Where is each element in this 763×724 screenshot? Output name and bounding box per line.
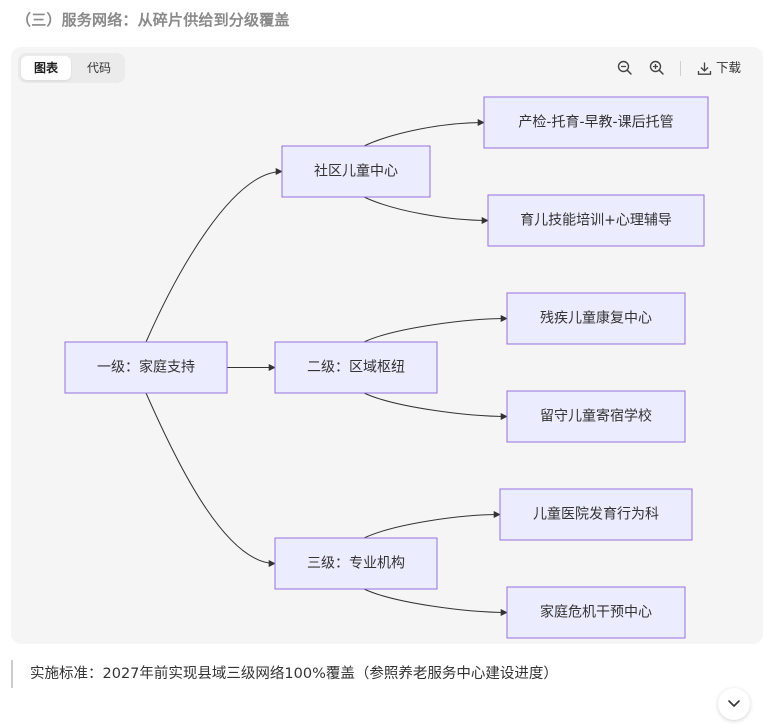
node-l2-hub: 二级：区域枢纽 bbox=[274, 341, 438, 394]
node-leaf-rehab: 残疾儿童康复中心 bbox=[506, 292, 686, 345]
node-box bbox=[506, 390, 686, 443]
node-l3-inst: 三级：专业机构 bbox=[274, 537, 438, 590]
node-label: 社区儿童中心 bbox=[314, 163, 398, 180]
node-leaf-boarding: 留守儿童寄宿学校 bbox=[506, 390, 686, 443]
node-box bbox=[506, 292, 686, 345]
diagram-toolbar: 图表 代码 下载 bbox=[11, 47, 763, 89]
node-label: 残疾儿童康复中心 bbox=[540, 310, 652, 327]
edge-l2-community-to-leaf-childcare bbox=[363, 119, 485, 147]
download-button[interactable]: 下载 bbox=[697, 57, 741, 79]
node-box bbox=[274, 341, 438, 394]
view-toggle: 图表 代码 bbox=[18, 53, 125, 83]
zoom-out-icon[interactable] bbox=[616, 59, 634, 77]
toolbar-divider bbox=[680, 61, 681, 76]
node-label: 留守儿童寄宿学校 bbox=[540, 408, 652, 425]
node-leaf-crisis: 家庭危机干预中心 bbox=[506, 586, 686, 639]
zoom-in-icon[interactable] bbox=[648, 59, 666, 77]
node-label: 育儿技能培训+心理辅导 bbox=[520, 213, 672, 229]
node-box bbox=[487, 194, 705, 247]
download-icon bbox=[697, 62, 712, 75]
diagram-card: 图表 代码 下载 bbox=[11, 47, 763, 644]
node-label: 三级：专业机构 bbox=[307, 556, 405, 572]
node-leaf-training: 育儿技能培训+心理辅导 bbox=[487, 194, 705, 247]
edge-l3-inst-to-leaf-hospital bbox=[363, 511, 501, 539]
node-box bbox=[506, 586, 686, 639]
tab-code[interactable]: 代码 bbox=[86, 61, 111, 75]
node-leaf-hospital: 儿童医院发育行为科 bbox=[499, 488, 693, 541]
edge-root-to-l3-inst bbox=[145, 392, 276, 567]
tab-chart[interactable]: 图表 bbox=[21, 56, 71, 80]
node-label: 二级：区域枢纽 bbox=[307, 360, 405, 376]
implementation-note: 实施标准：2027年前实现县域三级网络100%覆盖（参照养老服务中心建设进度） bbox=[11, 660, 558, 688]
edge-l2-hub-to-leaf-rehab bbox=[363, 315, 508, 343]
scroll-down-button[interactable] bbox=[718, 688, 750, 720]
download-label: 下载 bbox=[716, 60, 742, 75]
edge-l3-inst-to-leaf-crisis bbox=[363, 588, 508, 616]
section-heading: （三）服务网络：从碎片供给到分级覆盖 bbox=[16, 11, 290, 29]
node-l2-community: 社区儿童中心 bbox=[281, 145, 431, 198]
edge-l2-hub-to-leaf-boarding bbox=[363, 392, 508, 420]
node-box bbox=[499, 488, 693, 541]
node-box bbox=[281, 145, 431, 198]
node-label: 产检-托育-早教-课后托管 bbox=[518, 115, 673, 131]
node-box bbox=[483, 96, 709, 149]
node-box bbox=[274, 537, 438, 590]
chevron-down-icon bbox=[728, 700, 740, 707]
node-root: 一级：家庭支持 bbox=[64, 341, 228, 394]
node-label: 家庭危机干预中心 bbox=[540, 604, 652, 621]
node-label: 一级：家庭支持 bbox=[97, 359, 195, 376]
edges-layer bbox=[145, 119, 508, 616]
edge-root-to-l2-community bbox=[145, 168, 283, 343]
node-label: 儿童医院发育行为科 bbox=[533, 506, 659, 523]
node-leaf-childcare: 产检-托育-早教-课后托管 bbox=[483, 96, 709, 149]
node-box bbox=[64, 341, 228, 394]
edge-l2-community-to-leaf-training bbox=[363, 196, 489, 224]
